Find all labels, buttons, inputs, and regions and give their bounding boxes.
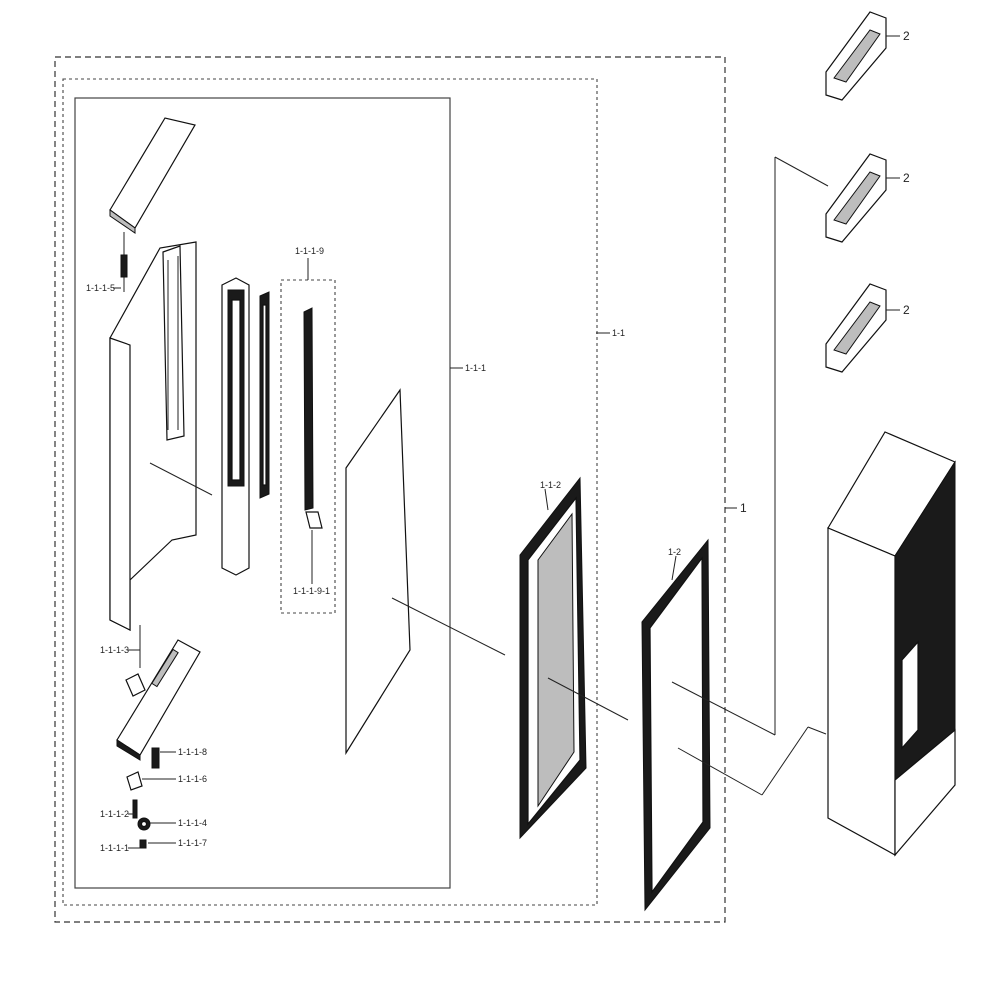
label-1-1-1-4: 1-1-1-4 <box>178 818 207 828</box>
label-1-1-1-1: 1-1-1-1 <box>100 843 129 853</box>
control-panel-part <box>116 625 201 761</box>
label-2-low: 2 <box>903 303 910 317</box>
label-1-1-1-8: 1-1-1-8 <box>178 747 207 757</box>
door-top-cap-part <box>109 117 196 234</box>
door-liner-part <box>109 241 197 631</box>
assembly-1-1-1-box <box>74 97 451 889</box>
refrigerator-cabinet-part <box>827 431 956 857</box>
label-1-1-1-3: 1-1-1-3 <box>100 645 129 655</box>
label-1-1-1-5: 1-1-1-5 <box>86 283 115 293</box>
vertical-strip-part <box>259 291 270 499</box>
light-strip-1-1-1-9-part <box>303 307 323 529</box>
small-parts-1-1-1-x <box>126 747 160 849</box>
assembly-1-1-dotted-box <box>62 78 598 906</box>
screw-1-1-1-5-part <box>120 254 128 278</box>
label-1-1-2: 1-1-2 <box>540 480 561 490</box>
label-1-1-1: 1-1-1 <box>465 363 486 373</box>
door-bin-top-part <box>825 11 887 101</box>
door-gasket-1-2-part <box>641 538 711 912</box>
label-2-top: 2 <box>903 29 910 43</box>
label-1-1-1-6: 1-1-1-6 <box>178 774 207 784</box>
label-1-1-1-2: 1-1-1-2 <box>100 809 129 819</box>
label-1: 1 <box>740 501 747 515</box>
vertical-bracket-part <box>221 277 250 576</box>
label-1-1-1-9-1: 1-1-1-9-1 <box>293 586 330 596</box>
label-1-1: 1-1 <box>612 328 625 338</box>
label-1-2: 1-2 <box>668 547 681 557</box>
door-bin-mid-part <box>825 153 887 243</box>
label-1-1-1-7: 1-1-1-7 <box>178 838 207 848</box>
label-1-1-1-9: 1-1-1-9 <box>295 246 324 256</box>
door-glass-panel-part <box>345 388 411 756</box>
label-2-mid: 2 <box>903 171 910 185</box>
door-bin-low-part <box>825 283 887 373</box>
door-frame-1-1-2-part <box>519 476 587 840</box>
assembly-1-dashed-box <box>54 56 726 923</box>
